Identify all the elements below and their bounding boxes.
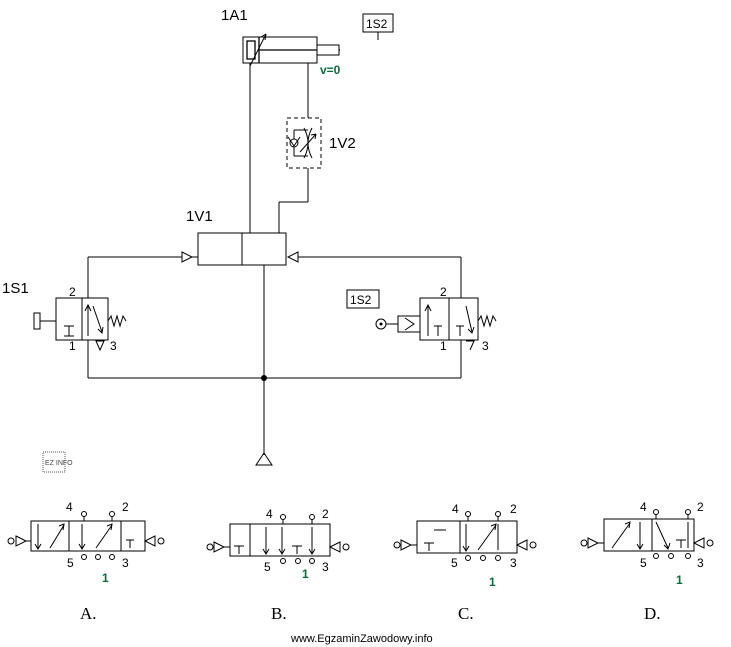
- option-b-valve: [206, 514, 350, 564]
- option-a-letter[interactable]: A.: [80, 604, 97, 623]
- pipe-lines: [87, 63, 462, 466]
- footer-url[interactable]: www.EgzaminZawodowy.info: [290, 633, 433, 645]
- option-a-port-4: 4: [66, 500, 73, 514]
- option-d-port-4: 4: [640, 500, 647, 514]
- valve-left-label: 1S1: [2, 280, 29, 297]
- throttle-check-valve-1v2: [286, 117, 322, 169]
- velocity-label: v=0: [320, 63, 341, 77]
- option-b-port-4: 4: [266, 507, 273, 521]
- sensor-tag-right: 1S2: [350, 293, 372, 307]
- sensor-tag-box-right: [346, 289, 380, 309]
- left-port-3: 3: [110, 339, 117, 353]
- option-d-port-5: 5: [640, 556, 647, 570]
- option-d-port-1: 1: [676, 573, 683, 587]
- option-c-valve: [393, 511, 537, 561]
- right-port-3: 3: [482, 339, 489, 353]
- option-b-port-1: 1: [302, 567, 309, 581]
- right-port-1: 1: [440, 339, 447, 353]
- option-b-port-2: 2: [322, 507, 329, 521]
- option-c-port-1: 1: [489, 575, 496, 589]
- option-d-port-3: 3: [697, 556, 704, 570]
- throttle-label: 1V2: [329, 135, 356, 152]
- option-d-letter[interactable]: D.: [644, 604, 661, 623]
- option-a-port-1: 1: [102, 571, 109, 585]
- right-port-2: 2: [440, 285, 447, 299]
- option-c-port-3: 3: [510, 556, 517, 570]
- logo-text: EZ INFO: [45, 460, 73, 467]
- cylinder-label: 1A1: [221, 7, 248, 24]
- option-a-port-5: 5: [67, 556, 74, 570]
- option-c-letter[interactable]: C.: [458, 604, 474, 623]
- cylinder-1a1: [242, 33, 340, 67]
- valve-1s2: [375, 297, 497, 351]
- left-port-2: 2: [69, 285, 76, 299]
- option-b-letter[interactable]: B.: [271, 604, 287, 623]
- option-c-port-5: 5: [451, 556, 458, 570]
- option-a-port-2: 2: [122, 500, 129, 514]
- option-a-valve: [7, 511, 165, 560]
- option-d-valve: [580, 509, 714, 559]
- valve-1s1: [33, 297, 127, 352]
- ez-info-logo: EZ INFO: [42, 451, 73, 473]
- sensor-tag-top: 1S2: [366, 17, 388, 31]
- option-c-port-2: 2: [510, 502, 517, 516]
- option-b-port-3: 3: [322, 560, 329, 574]
- left-port-1: 1: [69, 339, 76, 353]
- option-c-port-4: 4: [452, 502, 459, 516]
- option-a-port-3: 3: [122, 556, 129, 570]
- shuttle-valve-1v1: [181, 232, 299, 266]
- option-b-port-5: 5: [264, 560, 271, 574]
- option-d-port-2: 2: [697, 500, 704, 514]
- shuttle-label: 1V1: [186, 208, 213, 225]
